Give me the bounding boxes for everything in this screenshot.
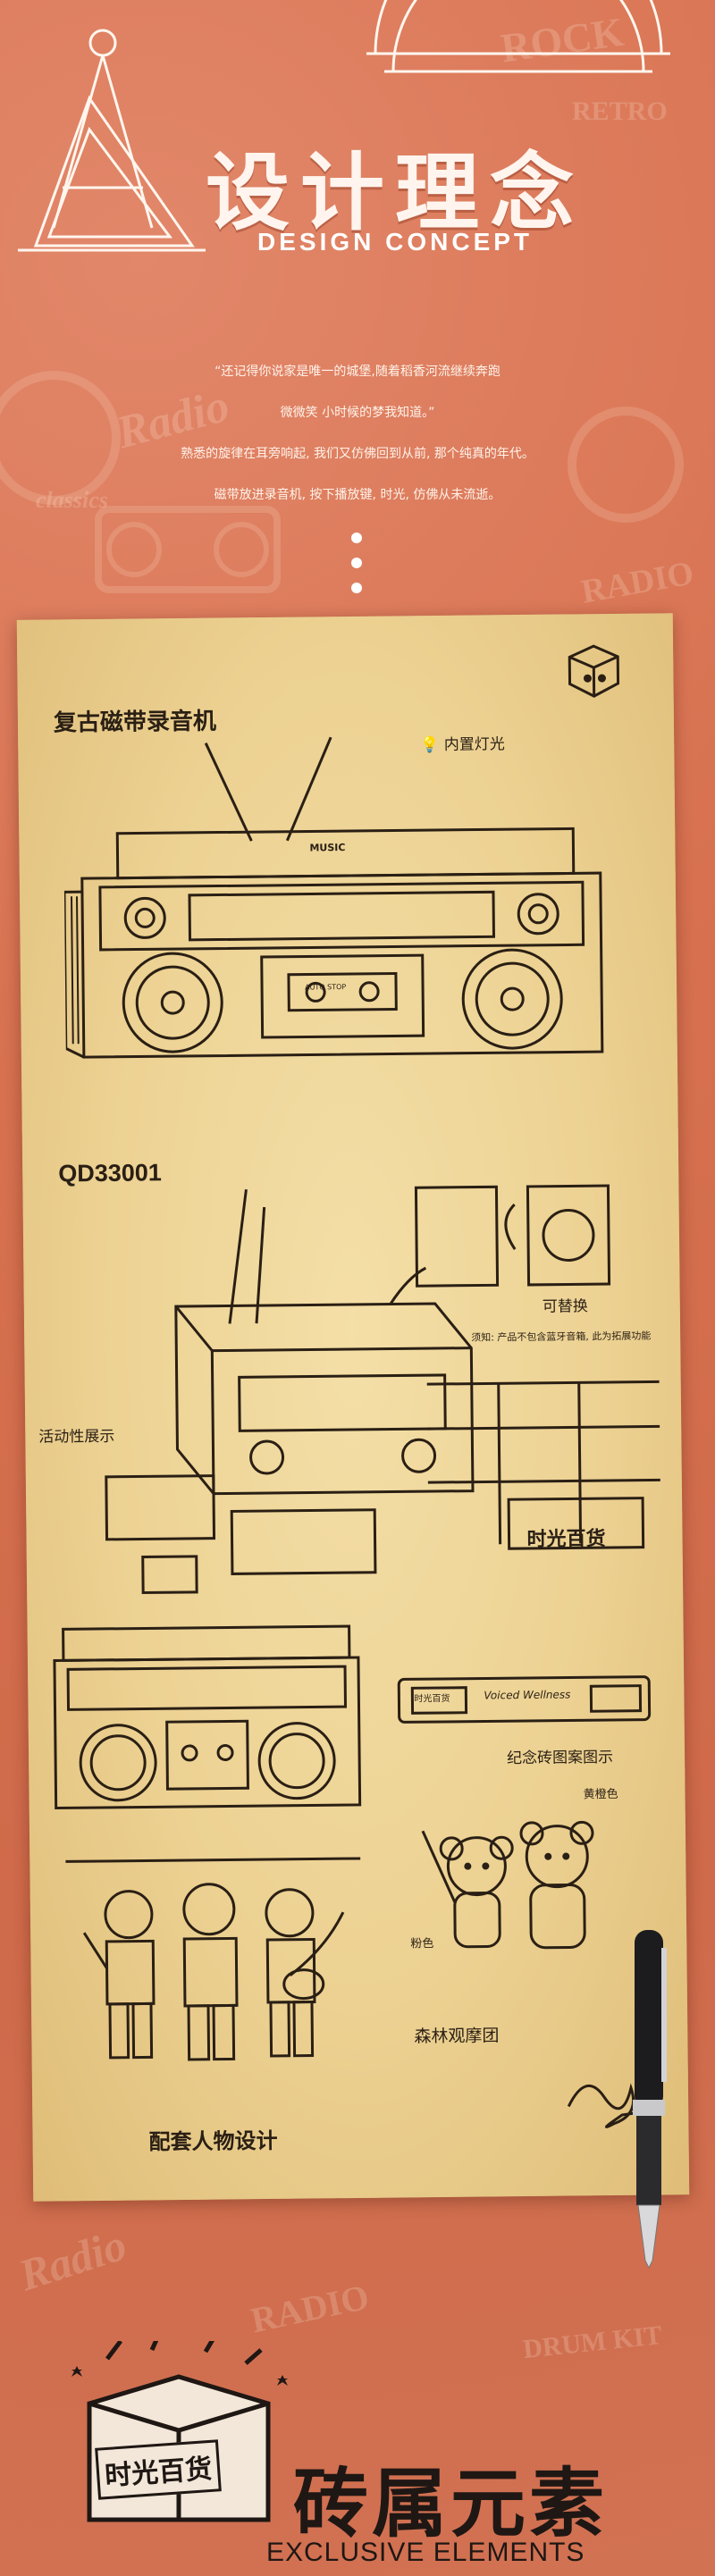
color-yellow-label: 黄橙色	[583, 1787, 618, 1802]
bg-word-drum-kit: DRUM KIT	[521, 2320, 664, 2365]
intro-line-1: “还记得你说家是唯一的城堡,随着稻香河流继续奔跑	[214, 365, 500, 379]
designer-signature	[567, 2083, 659, 2128]
figures-label: 配套人物设计	[148, 2127, 278, 2155]
intro-line-3: 熟悉的旋律在耳旁响起, 我们又仿佛回到从前, 那个纯真的年代。	[181, 447, 534, 461]
scroll-dots	[351, 533, 362, 608]
brand-sign: 时光百货	[526, 1528, 606, 1551]
footer-logo-box	[72, 2341, 288, 2522]
brick-text-left: 时光百货	[414, 1693, 450, 1705]
drafting-compass-icon	[18, 0, 670, 252]
bluetooth-note: 须知: 产品不包含蓝牙音箱, 此为拓展功能	[471, 1330, 652, 1344]
intro-line-4: 磁带放进录音机, 按下播放键, 时光, 仿佛从未流逝。	[214, 488, 501, 502]
band-label: 森林观摩团	[414, 2026, 500, 2047]
replaceable-label: 可替换	[542, 1297, 588, 1316]
minifigures-sketch	[65, 1857, 361, 2061]
dot	[351, 583, 362, 593]
page-subtitle: DESIGN CONCEPT	[257, 228, 534, 256]
commemorative-brick-sketch	[397, 1675, 652, 1724]
bg-word-radio-3: Radio	[13, 2219, 132, 2301]
fountain-pen-icon	[633, 1930, 667, 2270]
intro-line-2: 微微笑 小时候的梦我知道。”	[280, 406, 435, 420]
mascot-bears-sketch	[421, 1820, 594, 1950]
movable-display-label: 活动性展示	[38, 1427, 115, 1447]
product-title: 复古磁带录音机	[53, 708, 217, 737]
dot	[351, 558, 362, 568]
boombox-sketch	[63, 736, 604, 1059]
bg-word-radio-4: RADIO	[247, 2276, 373, 2341]
bg-decor	[0, 371, 684, 593]
boombox-front-sketch	[53, 1624, 362, 1810]
page-title: 设计理念	[206, 144, 585, 242]
auto-stop-label: AUTO STOP	[305, 983, 347, 992]
dot	[351, 533, 362, 543]
brick-text-mid: Voiced Wellness	[484, 1688, 571, 1702]
brand-cube-icon	[568, 644, 620, 698]
color-pink-label: 粉色	[410, 1937, 434, 1951]
bg-word-retro: RETRO	[572, 96, 668, 126]
music-badge: MUSIC	[309, 842, 346, 854]
intro-text: “还记得你说家是唯一的城堡,随着稻香河流继续奔跑 微微笑 小时候的梦我知道。” …	[98, 351, 617, 516]
commemorative-label: 纪念砖图案图示	[507, 1748, 614, 1768]
bg-word-classics: classics	[36, 487, 108, 513]
concept-sketch-sheet: 复古磁带录音机 💡 内置灯光	[16, 613, 690, 2202]
footer-subtitle: EXCLUSIVE ELEMENTS	[266, 2538, 585, 2567]
footer-logo-text: 时光百货	[95, 2439, 222, 2500]
footer-title: 砖属元素	[293, 2459, 609, 2547]
exploded-view-sketch	[105, 1184, 660, 1594]
